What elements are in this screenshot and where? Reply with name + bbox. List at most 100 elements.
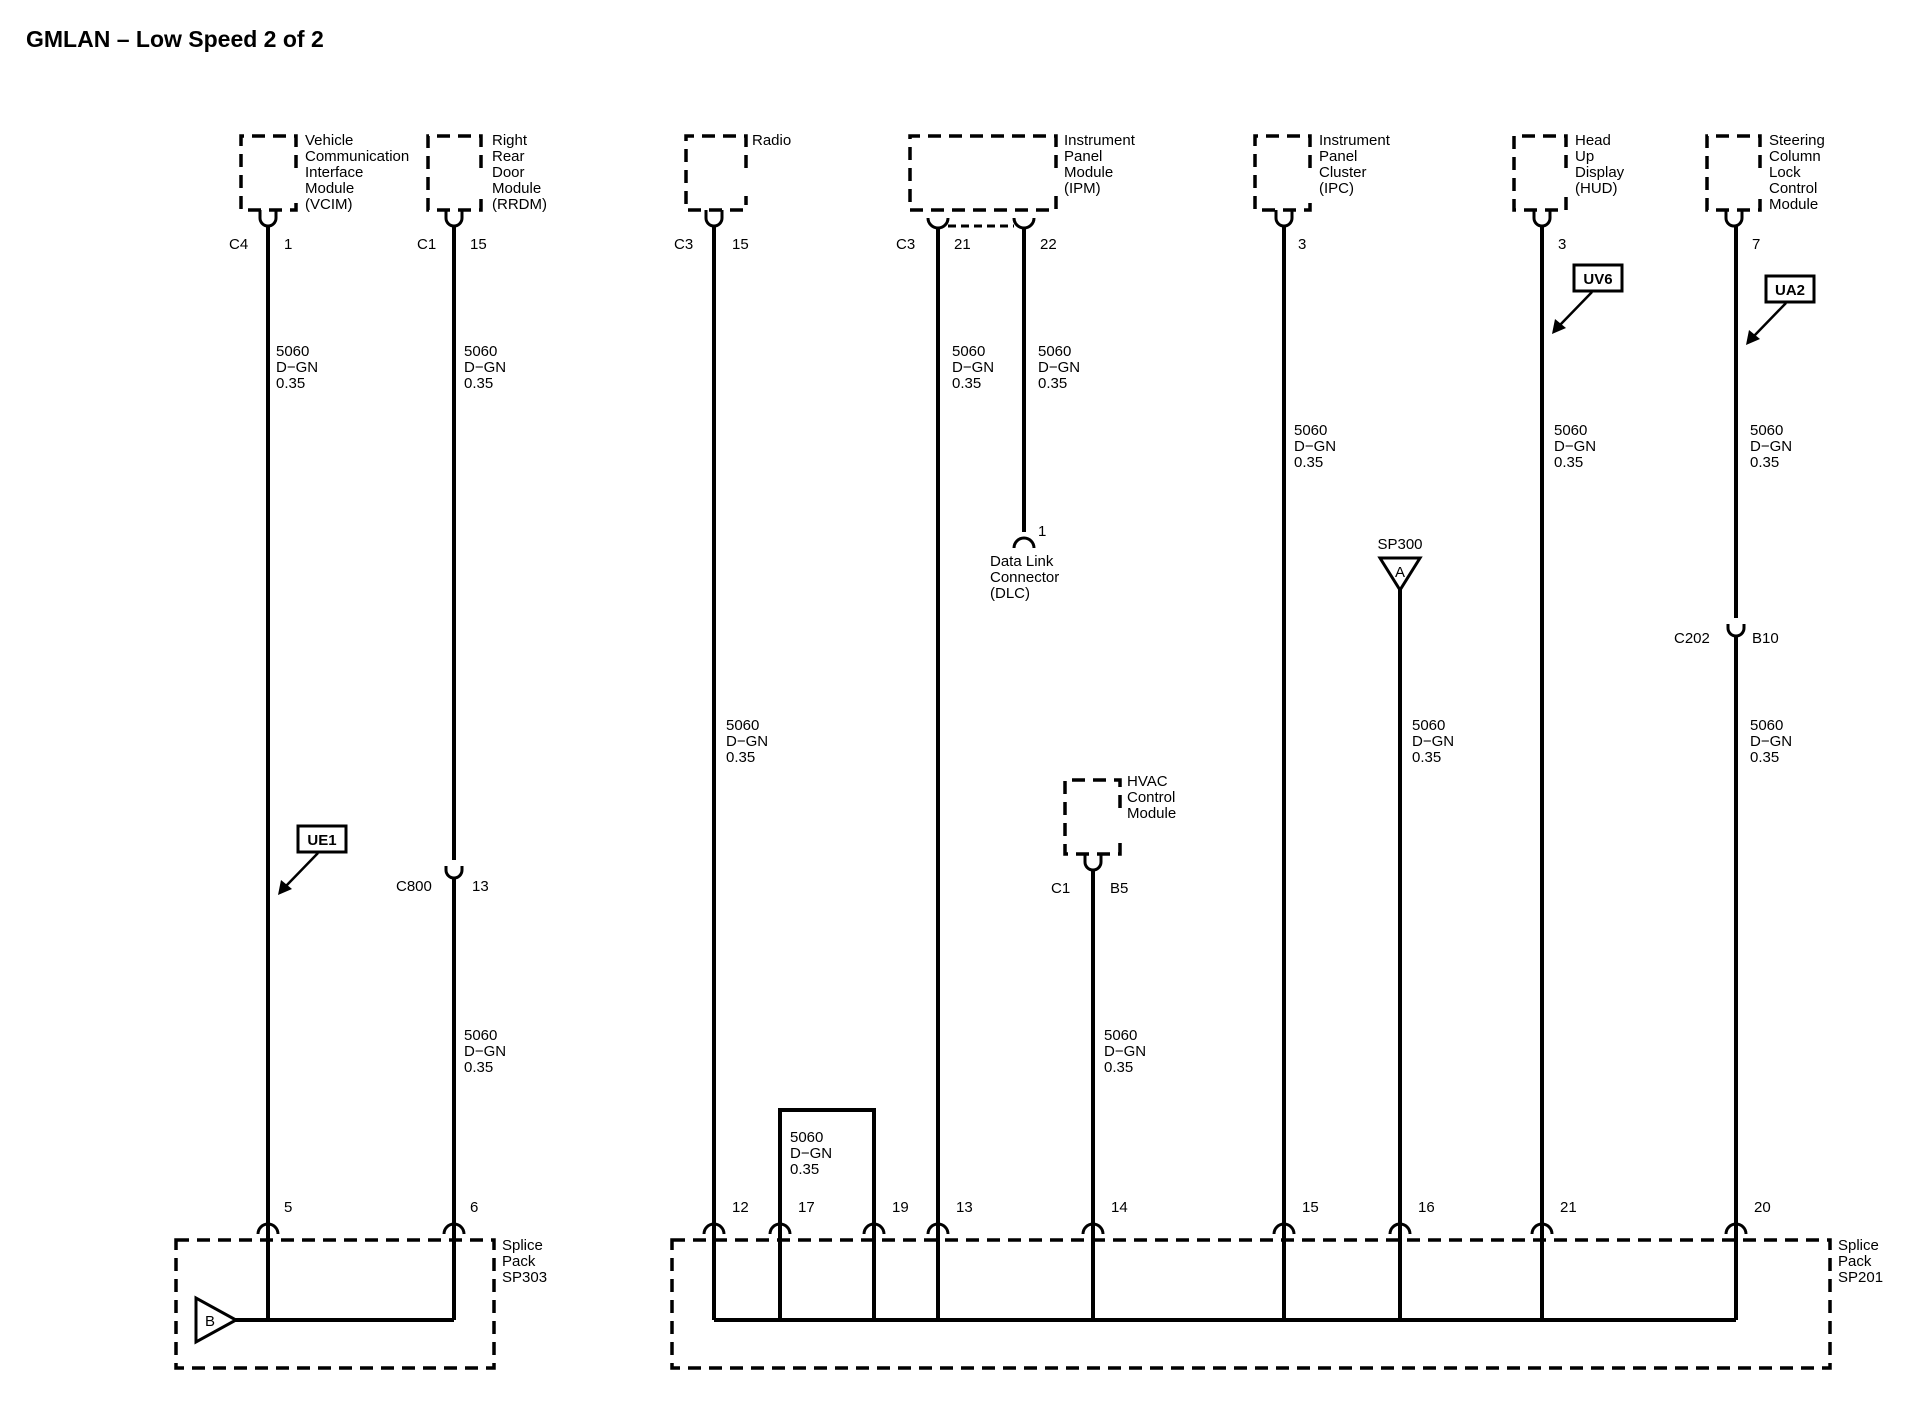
pin-number: 21 (954, 236, 971, 253)
radio-module-box (684, 134, 748, 228)
hud-module-box (1512, 134, 1568, 228)
module-label-line: (VCIM) (305, 196, 353, 213)
module-label-line: Communication (305, 148, 409, 165)
pin-number: 22 (1040, 236, 1057, 253)
module-label-line: Up (1575, 148, 1594, 165)
wire-spec-label: 5060 (726, 717, 759, 734)
sclcm-label: Steering Column Lock Control Module (1769, 132, 1825, 213)
pin-number: 1 (1038, 523, 1046, 540)
ipm-label: Instrument Panel Module (IPM) (1064, 132, 1136, 197)
option-code-uv6: UV6 (1583, 271, 1612, 288)
vcim-label: Vehicle Communication Interface Module (… (305, 132, 409, 213)
splice-pack-sp201 (670, 1222, 1832, 1370)
connector-labels: C4 1 C1 15 C3 15 C3 21 22 3 3 7 1 C1 B5 … (229, 236, 1779, 897)
wire-spec-label: 0.35 (1104, 1059, 1133, 1076)
wire-spec-label: D−GN (1294, 438, 1336, 455)
module-label-line: Instrument (1319, 132, 1391, 149)
wire-spec-label: 5060 (464, 1027, 497, 1044)
wires (266, 226, 1738, 1322)
option-codes: UE1 UV6 UA2 (307, 271, 1805, 849)
module-label-line: Cluster (1319, 164, 1367, 181)
pin-number: B10 (1752, 630, 1779, 647)
sp201-labels: Splice Pack SP201 12 17 19 13 14 15 16 2… (732, 1199, 1883, 1286)
wire-spec-label: 0.35 (1412, 749, 1441, 766)
rrdm-module-box (426, 134, 483, 228)
ipc-label: Instrument Panel Cluster (IPC) (1319, 132, 1391, 197)
option-arrows (278, 263, 1816, 895)
connector-id: C202 (1674, 630, 1710, 647)
wire-spec-label: 5060 (1750, 717, 1783, 734)
radio-label: Radio (752, 132, 791, 149)
module-label-line: Module (1769, 196, 1818, 213)
splice-label-line: SP303 (502, 1269, 547, 1286)
module-label-line: Right (492, 132, 528, 149)
splice-label-line: Splice (502, 1237, 543, 1254)
pin-number: 12 (732, 1199, 749, 1216)
hvac-module-box (1063, 778, 1122, 872)
wire-spec-label: D−GN (276, 359, 318, 376)
module-label-line: Module (1064, 164, 1113, 181)
wire-spec-label: 0.35 (464, 375, 493, 392)
wire-spec-label: 0.35 (726, 749, 755, 766)
module-label-line: (IPC) (1319, 180, 1354, 197)
module-label-line: (HUD) (1575, 180, 1618, 197)
module-label-line: Steering (1769, 132, 1825, 149)
wire-spec-label: D−GN (1750, 438, 1792, 455)
pin-number: 15 (470, 236, 487, 253)
module-label-line: Vehicle (305, 132, 353, 149)
pin-number: 16 (1418, 1199, 1435, 1216)
splice-id: SP300 (1377, 536, 1422, 553)
wire-spec-label: 0.35 (1750, 749, 1779, 766)
module-label-line: Panel (1064, 148, 1102, 165)
hud-label: Head Up Display (HUD) (1575, 132, 1625, 197)
dlc-label: Data Link Connector (DLC) (990, 553, 1059, 602)
pin-number: 15 (1302, 1199, 1319, 1216)
pin-number: 7 (1752, 236, 1760, 253)
wire-spec-label: D−GN (952, 359, 994, 376)
splice-label-line: SP201 (1838, 1269, 1883, 1286)
wire-spec-label: 5060 (1038, 343, 1071, 360)
splice-pack-sp303 (174, 1222, 496, 1370)
pin-number: 13 (472, 878, 489, 895)
wire-spec-label: 5060 (790, 1129, 823, 1146)
sp303-labels: Splice Pack SP303 B 5 6 (205, 1199, 547, 1330)
wire-spec-label: 0.35 (276, 375, 305, 392)
hvac-label: HVAC Control Module (1127, 773, 1176, 822)
wire-spec-label: 5060 (464, 343, 497, 360)
wire-spec-label: D−GN (726, 733, 768, 750)
module-label-line: Door (492, 164, 525, 181)
pin-number: 14 (1111, 1199, 1128, 1216)
pin-number: 13 (956, 1199, 973, 1216)
option-code-ua2: UA2 (1775, 282, 1805, 299)
connector-id: C1 (417, 236, 436, 253)
pin-number: 6 (470, 1199, 478, 1216)
wire-spec-label: 5060 (1554, 422, 1587, 439)
wire-spec-label: D−GN (1038, 359, 1080, 376)
module-label-line: Head (1575, 132, 1611, 149)
ipc-module-box (1253, 134, 1312, 228)
splice-label-line: Splice (1838, 1237, 1879, 1254)
wire-spec-label: 0.35 (952, 375, 981, 392)
wire-spec-label: 0.35 (1038, 375, 1067, 392)
module-label-line: Connector (990, 569, 1059, 586)
wire-spec-label: 0.35 (1750, 454, 1779, 471)
dlc-connector (1012, 536, 1036, 549)
wire-spec-label: 0.35 (464, 1059, 493, 1076)
connector-id: C3 (674, 236, 693, 253)
sp300-triangle (1377, 556, 1423, 593)
module-label-line: (RRDM) (492, 196, 547, 213)
wire-spec-label: D−GN (1554, 438, 1596, 455)
wire-spec-label: D−GN (464, 359, 506, 376)
wire-spec-label: D−GN (1412, 733, 1454, 750)
wire-spec-label: 0.35 (1554, 454, 1583, 471)
pin-number: 5 (284, 1199, 292, 1216)
pin-number: 15 (732, 236, 749, 253)
pin-number: 21 (1560, 1199, 1577, 1216)
c800-inline-connector (444, 866, 464, 880)
rrdm-label: Right Rear Door Module (RRDM) (492, 132, 547, 213)
module-label-line: Module (492, 180, 541, 197)
pin-number: 17 (798, 1199, 815, 1216)
c202-inline-connector (1726, 624, 1746, 638)
module-label-line: Data Link (990, 553, 1054, 570)
module-label-line: Lock (1769, 164, 1801, 181)
